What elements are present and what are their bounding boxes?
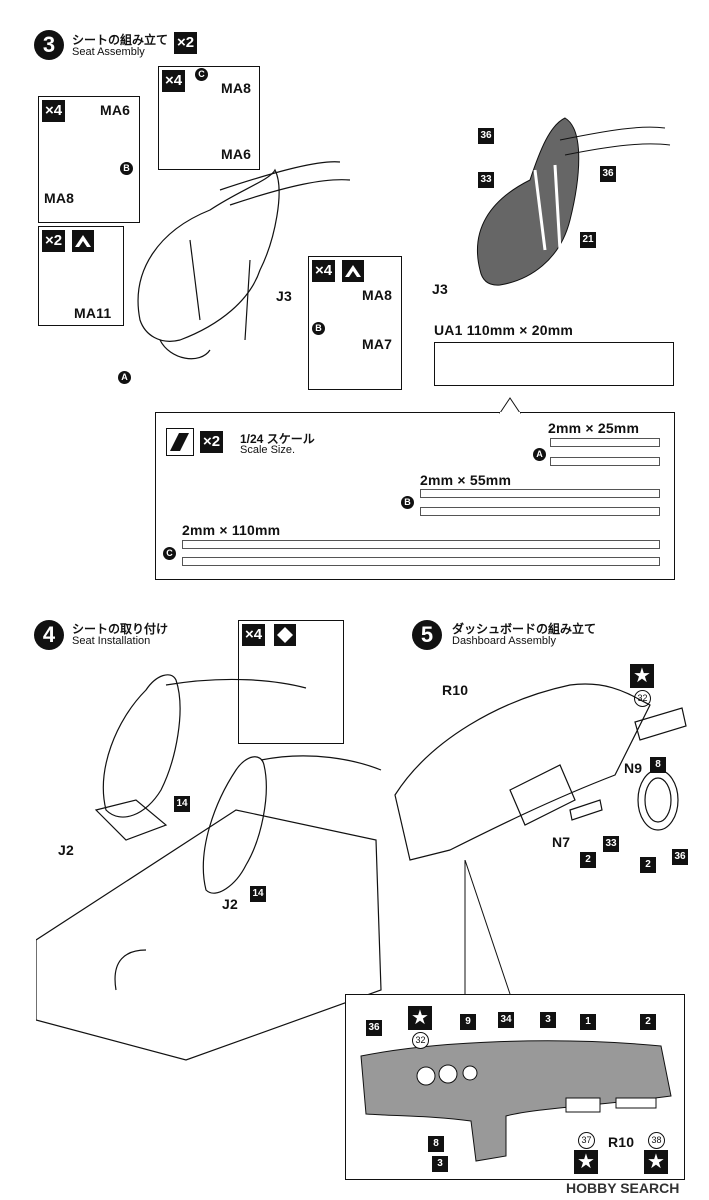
- step3-title-en: Seat Assembly: [72, 46, 145, 58]
- detail-part-32: 32: [412, 1032, 429, 1049]
- detail-part-1: 1: [580, 1014, 596, 1030]
- ua1-decal-box: [434, 342, 674, 386]
- strip-b-1: [420, 489, 660, 498]
- label-ma11: MA11: [74, 305, 112, 321]
- step4-title-en: Seat Installation: [72, 635, 151, 647]
- detail-part-3-b: 3: [432, 1156, 448, 1172]
- step3-qty-badge: ×2: [174, 32, 198, 54]
- detail-box-ma11: [38, 226, 124, 326]
- step5-title-en: Dashboard Assembly: [452, 635, 556, 647]
- label-n9: N9: [624, 760, 643, 776]
- star-icon-bottom-left: ★: [574, 1150, 598, 1174]
- marker-b-strip: B: [401, 496, 414, 509]
- marker-b-right: B: [312, 322, 325, 335]
- label-ma6-left: MA6: [100, 102, 131, 118]
- seat-shaded-drawing: [476, 117, 671, 286]
- strip-c-1: [182, 540, 660, 549]
- part-36-a: 36: [478, 128, 494, 144]
- step-number-4: 4: [34, 620, 64, 650]
- seat-installation-drawing: [36, 674, 382, 1061]
- strip-a-label: 2mm × 25mm: [548, 420, 640, 436]
- step-number-3: 3: [34, 30, 64, 60]
- mountain-icon-right: [342, 260, 364, 282]
- detail-part-3: 3: [540, 1012, 556, 1028]
- label-r10: R10: [442, 682, 469, 698]
- step3-title-jp: シートの組み立て: [72, 33, 169, 47]
- label-j3-left: J3: [276, 288, 292, 304]
- step4-qty-badge: ×4: [242, 624, 266, 646]
- label-n7: N7: [552, 834, 571, 850]
- part-36-b: 36: [600, 166, 616, 182]
- callout-pointer: [499, 397, 521, 414]
- detail-box-ma8-ma6: [158, 66, 260, 170]
- watermark-logo: HOBBY SEARCH: [566, 1180, 680, 1196]
- part-2-b: 2: [640, 857, 656, 873]
- part-2-a: 2: [580, 852, 596, 868]
- marker-c-strip: C: [163, 547, 176, 560]
- scale-qty-badge: ×2: [200, 431, 224, 453]
- marker-a-strip: A: [533, 448, 546, 461]
- label-ma8-mid: MA8: [221, 80, 252, 96]
- strip-a-2: [550, 457, 660, 466]
- scale-title-en: Scale Size.: [240, 444, 296, 456]
- part-36-step5: 36: [672, 849, 688, 865]
- strip-c-label: 2mm × 110mm: [182, 522, 281, 538]
- detail-part-37: 37: [578, 1132, 595, 1149]
- part-33: 33: [478, 172, 494, 188]
- star-icon-bottom-right: ★: [644, 1150, 668, 1174]
- seat-assembly-drawing: [137, 161, 351, 360]
- star-icon-detail: ★: [408, 1006, 432, 1030]
- strip-c-2: [182, 557, 660, 566]
- detail-label-r10: R10: [608, 1134, 635, 1150]
- label-ma8-right: MA8: [362, 287, 393, 303]
- x2-badge-left: ×2: [42, 230, 66, 252]
- part-8: 8: [650, 757, 666, 773]
- detail-callout-lines: [464, 860, 511, 995]
- marker-b-left: B: [120, 162, 133, 175]
- detail-part-8: 8: [428, 1136, 444, 1152]
- step5-title-jp: ダッシュボードの組み立て: [452, 622, 597, 636]
- detail-part-34: 34: [498, 1012, 514, 1028]
- decal-icon: [166, 428, 194, 456]
- marker-c-mid: C: [195, 68, 208, 81]
- step-number-5: 5: [412, 620, 442, 650]
- part-14-b: 14: [250, 886, 266, 902]
- part-14-a: 14: [174, 796, 190, 812]
- label-ma7: MA7: [362, 336, 393, 352]
- detail-part-38: 38: [648, 1132, 665, 1149]
- label-ma6-mid: MA6: [221, 146, 252, 162]
- scale-title-jp: 1/24 スケール: [240, 432, 315, 446]
- ua1-label: UA1 110mm × 20mm: [434, 322, 574, 338]
- diamond-icon: [274, 624, 296, 646]
- dashboard-drawing: [394, 683, 687, 861]
- step4-title-jp: シートの取り付け: [72, 622, 169, 636]
- x4-badge-mid: ×4: [162, 70, 186, 92]
- strip-a-1: [550, 438, 660, 447]
- marker-a-step3: A: [118, 371, 131, 384]
- detail-part-36: 36: [366, 1020, 382, 1036]
- dashboard-detail-drawing: [360, 1040, 672, 1162]
- star-icon-top: ★: [630, 664, 654, 688]
- strip-b-label: 2mm × 55mm: [420, 472, 512, 488]
- part-33-step5: 33: [603, 836, 619, 852]
- label-j2-b: J2: [222, 896, 238, 912]
- label-j2-a: J2: [58, 842, 74, 858]
- mountain-icon-left: [72, 230, 94, 252]
- x4-badge-left: ×4: [42, 100, 66, 122]
- part-21: 21: [580, 232, 596, 248]
- strip-b-2: [420, 507, 660, 516]
- detail-part-2: 2: [640, 1014, 656, 1030]
- x4-badge-right: ×4: [312, 260, 336, 282]
- label-j3-right: J3: [432, 281, 448, 297]
- detail-part-9: 9: [460, 1014, 476, 1030]
- label-ma8-left: MA8: [44, 190, 75, 206]
